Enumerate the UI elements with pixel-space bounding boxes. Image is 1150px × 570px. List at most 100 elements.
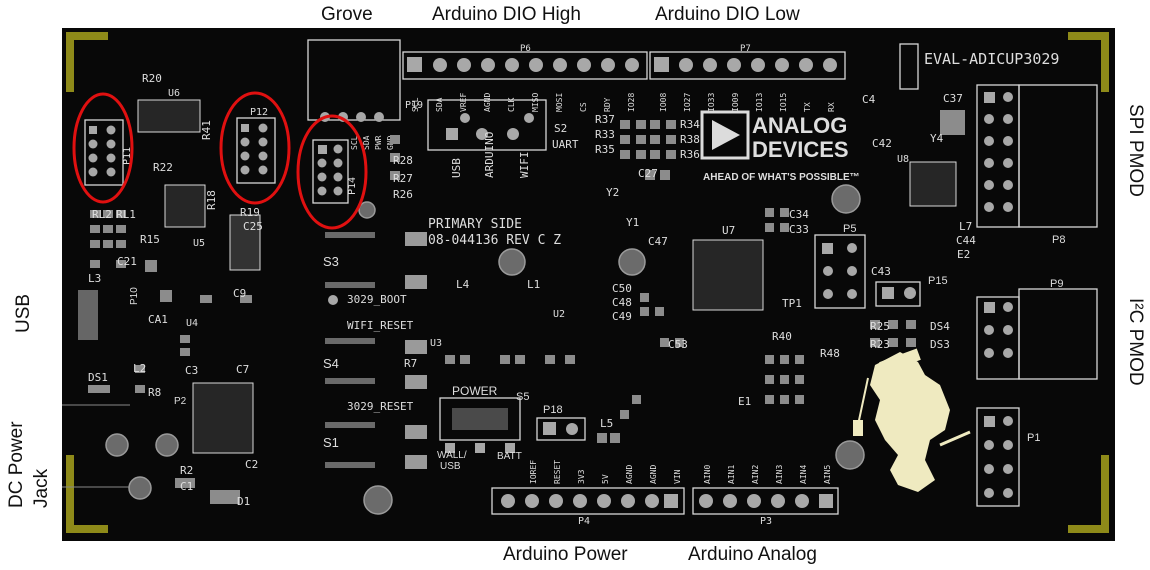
svg-text:R40: R40 <box>772 330 792 343</box>
header-p1[interactable] <box>976 407 1020 507</box>
svg-text:C27: C27 <box>638 167 658 180</box>
button-s3[interactable] <box>325 232 427 289</box>
silk-p6: P6 <box>520 44 531 54</box>
inductor-y3 <box>229 214 261 271</box>
silk-p5: P5 <box>843 223 856 235</box>
svg-text:L2: L2 <box>133 362 146 375</box>
highlight-p11 <box>72 92 134 204</box>
p4-pin-label: AGND <box>649 465 658 484</box>
p3-pin-label: AIN0 <box>703 465 712 484</box>
header-p8-spi-pmod[interactable] <box>976 84 1098 228</box>
s2-pin-label: ARDUINO <box>483 132 496 178</box>
p7-pin-label: IO13 <box>755 93 764 112</box>
header-p4[interactable] <box>491 487 685 515</box>
label-grove: Grove <box>321 4 373 25</box>
p7-pin-label: RX <box>827 102 836 112</box>
svg-text:C3: C3 <box>185 364 198 377</box>
silk-rev: 08-044136 REV C Z <box>428 233 561 248</box>
svg-text:C48: C48 <box>612 296 632 309</box>
switch-s2[interactable] <box>427 99 547 151</box>
chip-u8 <box>909 161 957 207</box>
silk-3029-reset: 3029_RESET <box>347 400 414 413</box>
p4-pin-label: AGND <box>625 465 634 484</box>
svg-text:R19: R19 <box>240 206 260 219</box>
svg-text:C44: C44 <box>956 234 976 247</box>
analog-devices-logo: ANALOG DEVICES <box>700 110 849 162</box>
svg-text:Y4: Y4 <box>930 132 944 145</box>
svg-text:C21: C21 <box>117 255 137 268</box>
chip-u7 <box>692 239 764 311</box>
silk-p9: P9 <box>1050 278 1063 290</box>
switch-s5-power[interactable] <box>439 397 521 453</box>
header-p18[interactable] <box>536 417 586 441</box>
silk-p18: P18 <box>543 404 563 416</box>
svg-text:R35: R35 <box>595 143 615 156</box>
svg-text:C33: C33 <box>789 223 809 236</box>
p7-pin-label: IO08 <box>659 93 668 112</box>
silk-p15: P15 <box>928 275 948 287</box>
silk-primary-side: PRIMARY SIDE <box>428 217 522 232</box>
header-p5[interactable] <box>814 234 866 309</box>
header-p9-i2c-pmod[interactable] <box>976 288 1098 380</box>
silk-p12: P12 <box>250 107 268 118</box>
svg-text:C42: C42 <box>872 137 892 150</box>
p7-pin-label: IO15 <box>779 93 788 112</box>
p3-pin-label: AIN5 <box>823 465 832 484</box>
silk-p1: P1 <box>1027 432 1040 444</box>
silk-board-name: EVAL-ADICUP3029 <box>924 50 1059 68</box>
svg-text:C34: C34 <box>789 208 809 221</box>
svg-text:R2: R2 <box>180 464 193 477</box>
silk-s3: S3 <box>323 254 339 269</box>
svg-text:R15: R15 <box>140 233 160 246</box>
silk-p11: P11 <box>122 147 133 165</box>
svg-text:C9: C9 <box>233 287 246 300</box>
silk-tagline: AHEAD OF WHAT'S POSSIBLE™ <box>703 172 860 183</box>
silk-p2: P2 <box>174 396 187 407</box>
header-p14[interactable] <box>312 139 349 204</box>
silk-u2: U2 <box>553 309 565 320</box>
testpoint-tp5 <box>328 295 338 305</box>
p7-pin-label: IO33 <box>707 93 716 112</box>
silk-3029-boot: 3029_BOOT <box>347 293 407 306</box>
button-s4[interactable] <box>325 338 427 389</box>
silk-p3: P3 <box>760 516 772 527</box>
svg-text:R38: R38 <box>680 133 700 146</box>
svg-text:L3: L3 <box>88 272 101 285</box>
svg-text:R18: R18 <box>205 190 218 210</box>
p3-pin-label: AIN4 <box>799 465 808 484</box>
header-p6[interactable] <box>402 51 648 80</box>
button-s1[interactable] <box>325 422 427 469</box>
header-p3[interactable] <box>692 487 839 515</box>
svg-text:Y2: Y2 <box>606 186 619 199</box>
grove-connector-outline <box>307 39 401 121</box>
svg-text:C25: C25 <box>243 220 263 233</box>
silk-p10: P10 <box>129 287 140 305</box>
label-arduino-dio-high: Arduino DIO High <box>432 4 581 25</box>
svg-text:L5: L5 <box>600 417 613 430</box>
p6-pin-label: MOSI <box>555 93 564 112</box>
board-substrate <box>62 28 1115 541</box>
chip-u5 <box>164 184 206 228</box>
chip-u6 <box>137 99 201 133</box>
svg-text:R26: R26 <box>393 188 413 201</box>
svg-text:R25: R25 <box>870 320 890 333</box>
mounting-holes <box>105 184 865 515</box>
svg-text:TP1: TP1 <box>782 297 802 310</box>
p14-pin-label: SCL <box>350 135 359 150</box>
p7-pin-label: IO27 <box>683 93 692 112</box>
svg-text:C47: C47 <box>648 235 668 248</box>
p6-pin-label: SCL <box>411 97 420 112</box>
svg-text:RL2: RL2 <box>92 208 112 221</box>
silk-power: POWER <box>452 384 498 398</box>
header-p11[interactable] <box>84 119 124 186</box>
header-p15[interactable] <box>875 281 921 307</box>
svg-text:L4: L4 <box>456 278 470 291</box>
header-p7[interactable] <box>649 51 846 80</box>
header-p12[interactable] <box>236 117 276 184</box>
svg-text:ANALOG: ANALOG <box>752 113 847 138</box>
p6-pin-label: AGND <box>483 93 492 112</box>
svg-text:R27: R27 <box>393 172 413 185</box>
